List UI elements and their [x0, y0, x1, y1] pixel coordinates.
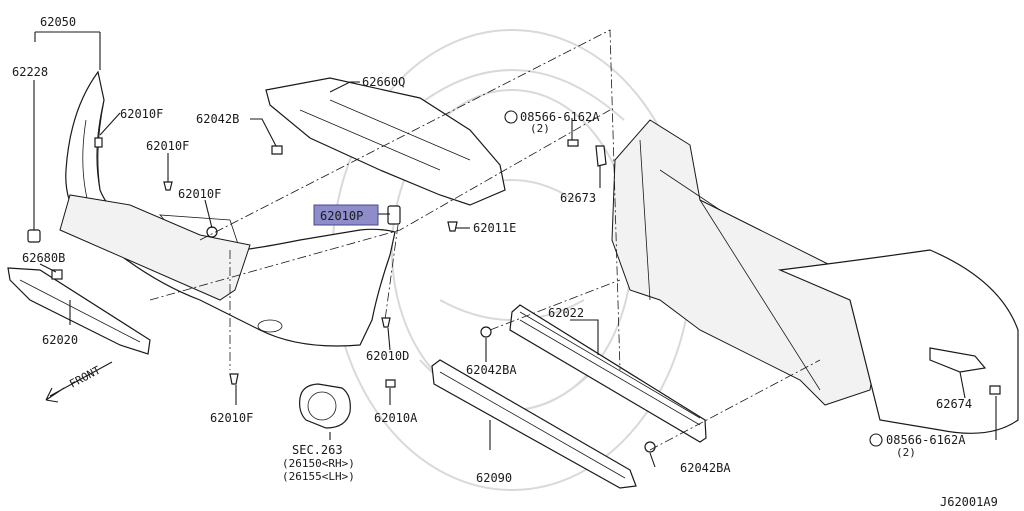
label-08566-bot-qty: (2) [896, 446, 916, 459]
label-62010A[interactable]: 62010A [374, 411, 418, 425]
clip-62680B[interactable] [51, 269, 63, 280]
label-62673[interactable]: 62673 [560, 191, 596, 205]
screw-08566-bot[interactable] [989, 385, 1001, 395]
clip-62010D[interactable] [381, 317, 391, 328]
fender-body[interactable] [777, 249, 1019, 434]
clip-62010P[interactable] [387, 205, 401, 225]
screw-08566-top[interactable] [567, 139, 579, 147]
lower-grille[interactable] [7, 267, 151, 355]
reference-lines [149, 29, 821, 451]
label-62042BA-a[interactable]: 62042BA [466, 363, 517, 377]
fascia-bracket[interactable] [59, 194, 251, 301]
bolt-62042BA-a[interactable] [480, 326, 492, 338]
label-08566-top[interactable]: 08566-6162A [520, 110, 600, 124]
label-sec-lh: (26155<LH>) [282, 470, 355, 483]
bolt-62042B[interactable] [271, 145, 283, 155]
label-62020[interactable]: 62020 [42, 333, 78, 347]
label-62010F-b[interactable]: 62010F [146, 139, 189, 153]
clip-62228[interactable] [27, 229, 41, 243]
label-62010D[interactable]: 62010D [366, 349, 409, 363]
label-62010F-a[interactable]: 62010F [120, 107, 163, 121]
radiator-core-support[interactable] [611, 119, 881, 406]
energy-absorber[interactable] [431, 359, 637, 489]
label-62010F-c[interactable]: 62010F [178, 187, 221, 201]
label-62022[interactable]: 62022 [548, 306, 584, 320]
label-08566-top-qty: (2) [530, 122, 550, 135]
label-62680B[interactable]: 62680B [22, 251, 65, 265]
label-62010P[interactable]: 62010P [320, 209, 363, 223]
label-62042B[interactable]: 62042B [196, 112, 239, 126]
label-62660Q[interactable]: 62660Q [362, 75, 405, 89]
label-62674[interactable]: 62674 [936, 397, 972, 411]
front-direction-arrow [45, 361, 113, 403]
highlight-box [313, 204, 379, 226]
upper-shroud[interactable] [265, 77, 506, 206]
bracket-62674[interactable] [929, 347, 987, 373]
label-62010F-d[interactable]: 62010F [210, 411, 253, 425]
screw-62010A[interactable] [385, 379, 396, 388]
label-front: FRONT [67, 363, 103, 390]
part-labels: 62050 62228 62010F 62010F 62010F 62680B … [12, 15, 998, 509]
bracket-62673[interactable] [595, 145, 607, 167]
label-sec-263[interactable]: SEC.263 [292, 443, 343, 457]
diagram-id: J62001A9 [940, 495, 998, 509]
bumper-reinforcement[interactable] [509, 304, 707, 443]
label-62011E[interactable]: 62011E [473, 221, 516, 235]
clip-62010F-b[interactable] [163, 181, 173, 191]
label-sec-rh: (26150<RH>) [282, 457, 355, 470]
label-62042BA-b[interactable]: 62042BA [680, 461, 731, 475]
screw-symbol-bot [869, 433, 883, 447]
label-62090[interactable]: 62090 [476, 471, 512, 485]
label-08566-bot[interactable]: 08566-6162A [886, 433, 966, 447]
bolt-62042BA-b[interactable] [644, 441, 656, 453]
label-62228[interactable]: 62228 [12, 65, 48, 79]
clip-62011E[interactable] [447, 221, 458, 232]
fog-lamp[interactable] [299, 383, 351, 429]
label-62050[interactable]: 62050 [40, 15, 76, 29]
clip-62010F-d[interactable] [229, 373, 239, 385]
clip-62010F-a[interactable] [94, 137, 103, 148]
leader-lines [33, 31, 997, 468]
screw-symbol-top [504, 110, 518, 124]
